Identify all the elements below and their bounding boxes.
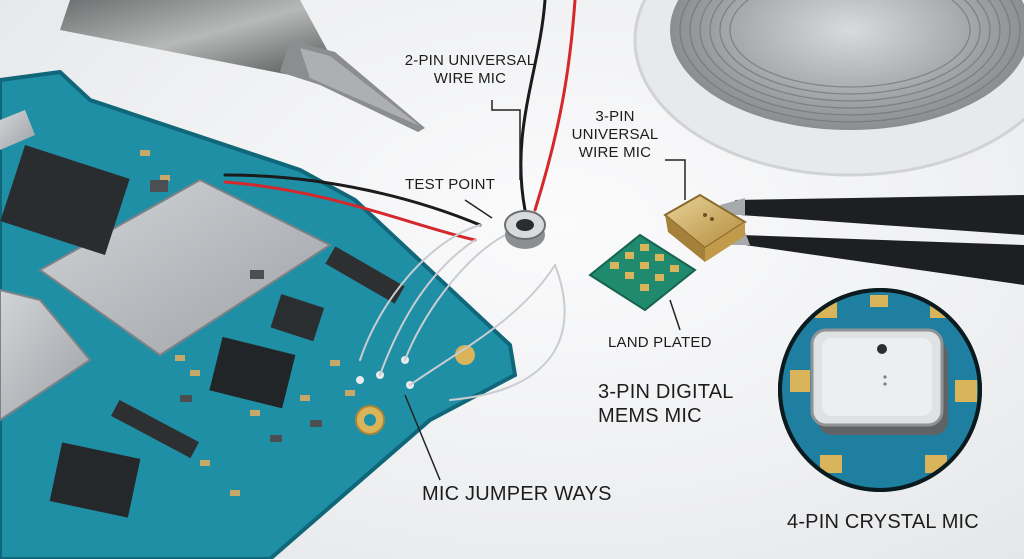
label-land-plated: LAND PLATED <box>608 334 712 351</box>
label-mic-jumper-ways: MIC JUMPER WAYS <box>422 483 612 505</box>
phone-logic-board <box>0 69 518 559</box>
crystal-mic-magnifier <box>778 288 982 492</box>
label-two-pin-line1: 2-PIN UNIVERSAL <box>404 52 536 69</box>
three-pin-wire-mic-package <box>663 193 747 262</box>
label-three-pin-wire-line2: UNIVERSAL <box>571 126 659 143</box>
mic-wires <box>223 0 577 401</box>
label-two-pin-universal-wire-mic: 2-PIN UNIVERSAL WIRE MIC <box>395 52 545 88</box>
label-four-pin-crystal-mic: 4-PIN CRYSTAL MIC <box>787 511 979 533</box>
two-pin-wire-mic-capsule <box>504 210 546 249</box>
callout-lines <box>404 100 686 481</box>
label-mems-line2: MEMS MIC <box>598 405 702 427</box>
label-three-pin-digital-mems-mic: 3-PIN DIGITAL MEMS MIC <box>598 380 734 428</box>
label-three-pin-wire-line3: WIRE MIC <box>578 144 652 161</box>
label-test-point: TEST POINT <box>405 176 496 193</box>
label-two-pin-line2: WIRE MIC <box>433 70 507 87</box>
tweezers <box>720 195 1024 285</box>
soldering-iron <box>60 0 425 132</box>
land-plated-mems-footprint <box>588 233 697 312</box>
label-mems-line1: 3-PIN DIGITAL <box>598 381 734 403</box>
label-three-pin-wire-line1: 3-PIN <box>595 108 635 125</box>
label-three-pin-universal-wire-mic: 3-PIN UNIVERSAL WIRE MIC <box>565 108 665 162</box>
solder-wire-spool <box>633 0 1024 177</box>
